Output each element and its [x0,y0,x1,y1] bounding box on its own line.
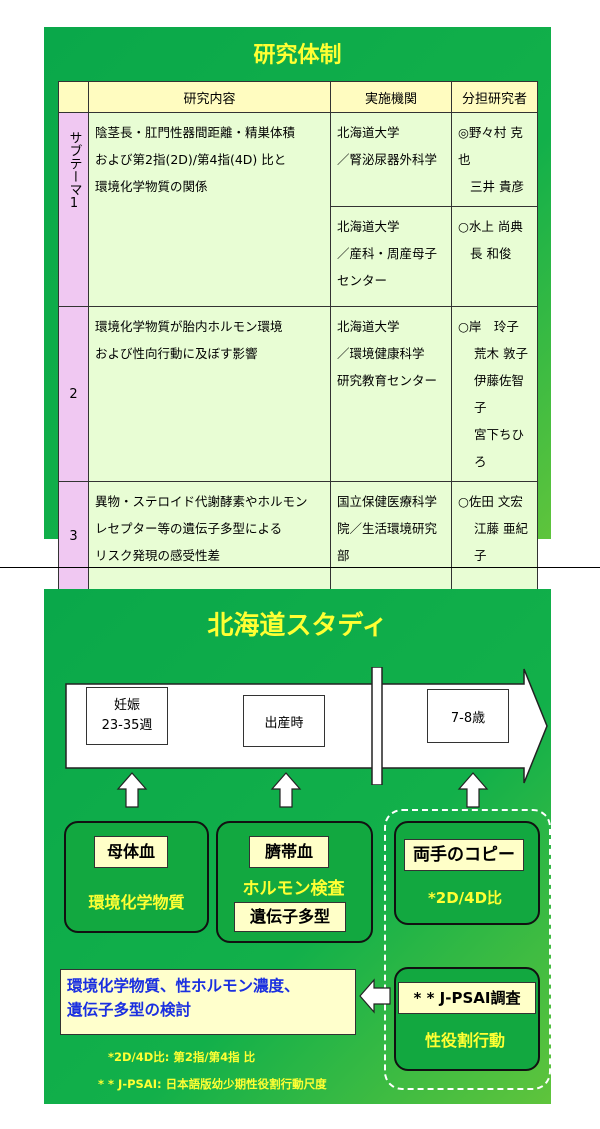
row3-institution: 国立保健医療科学 院／生活環境研究 部 [330,481,452,592]
researcher-line: ◎野々村 克也 [458,125,523,167]
jpsai-label: * * J-PSAI調査 [398,982,536,1014]
content-line: および性向行動に及ぼす影響 [95,346,258,361]
researcher-line: 伊藤佐智子 [474,373,525,415]
maternal-blood-panel [64,821,209,933]
table-row: 北海道大学 ／産科・周産母子 センター ○水上 尚典 長 和俊 [59,206,538,307]
researcher-line: 三井 貴彦 [470,179,524,194]
result-line: 環境化学物質、性ホルモン濃度、 [67,977,300,995]
researcher-line: ○水上 尚典 [458,219,523,234]
institution-line: センター [337,273,388,288]
footnote-jpsai: * * J-PSAI: 日本語版幼少期性役割行動尺度 [98,1077,327,1091]
result-box: 環境化学物質、性ホルモン濃度、 遺伝子多型の検討 [60,969,356,1035]
birth-label: 出産時 [264,715,304,731]
row1a-researchers: ◎野々村 克也 三井 貴彦 [451,112,538,207]
subtheme-label-cell: サブテーマ1 [58,112,89,307]
content-line: レセプター等の遺伝子多型による [95,521,283,536]
table-row: 2 環境化学物質が胎内ホルモン環境 および性向行動に及ぼす影響 北海道大学 ／環… [58,306,538,482]
content-line: 環境化学物質が胎内ホルモン環境 [95,319,283,334]
maternal-blood-label: 母体血 [94,836,168,868]
maternal-blood-text: 環境化学物質 [88,893,185,912]
row3-num-cell: 3 [58,481,89,592]
content-line: 環境化学物質の関係 [95,179,208,194]
institution-line: 北海道大学 [337,125,400,140]
birth-box: 出産時 [243,695,325,747]
pregnancy-weeks: 23-35週 [101,718,153,733]
gender-role-text: 性役割行動 [424,1031,505,1050]
research-table: 研究内容 実施機関 分担研究者 サブテーマ1 陰茎長・肛門性器間距離・精巣体積 … [58,81,538,592]
institution-line: 国立保健医療科学 [337,494,438,509]
content-line: および第2指(2D)/第4指(4D) 比と [95,152,287,167]
hands-copy-label: 両手のコピー [404,839,524,871]
pregnancy-box: 妊娠 23-35週 [86,687,168,745]
slide-research-structure: 研究体制 研究内容 実施機関 分担研究者 サブテーマ1 陰茎長・肛門性器間距離・… [44,27,551,592]
row-number: 3 [69,529,78,544]
researcher-line: 荒木 敦子 [474,346,528,361]
row2-researchers: ○岸 玲子 荒木 敦子 伊藤佐智子 宮下ちひろ [451,306,538,482]
row2-content: 環境化学物質が胎内ホルモン環境 および性向行動に及ぼす影響 [88,306,331,482]
institution-line: ／産科・周産母子 [337,246,438,261]
content-line: 陰茎長・肛門性器間距離・精巣体積 [95,125,296,140]
table-row: 3 異物・ステロイド代謝酵素やホルモン レセプター等の遺伝子多型による リスク発… [58,481,538,592]
slide-hokkaido-study: 北海道スタディ 妊娠 23-35週 出産時 7-8歳 母体血 環境化学物質 臍帯… [44,589,551,1104]
content-line: 異物・ステロイド代謝酵素やホルモン [95,494,308,509]
researcher-line: 江藤 亜紀子 [474,521,528,563]
institution-line: 研究教育センター [337,373,438,388]
cord-blood-text: ホルモン検査 [242,879,345,899]
row1b-institution: 北海道大学 ／産科・周産母子 センター [330,206,452,307]
row1a-institution: 北海道大学 ／腎泌尿器外科学 [330,112,452,207]
slide2-title: 北海道スタディ [207,611,388,641]
institution-line: 院／生活環境研究 [337,521,438,536]
up-arrow-icon [116,772,148,808]
institution-line: ／環境健康科学 [337,346,425,361]
age-label: 7-8歳 [450,710,486,726]
slide-divider [0,567,600,568]
header-content: 研究内容 [88,81,331,113]
row3-researchers: ○佐田 文宏 江藤 亜紀子 [451,481,538,592]
row3-content: 異物・ステロイド代謝酵素やホルモン レセプター等の遺伝子多型による リスク発現の… [88,481,331,592]
header-researchers: 分担研究者 [451,81,538,113]
genetic-polymorphism-label: 遺伝子多型 [234,902,346,932]
institution-line: ／腎泌尿器外科学 [337,152,438,167]
institution-line: 部 [337,548,350,563]
header-institution: 実施機関 [330,81,452,113]
row-number: 2 [69,386,78,402]
table-row: サブテーマ1 陰茎長・肛門性器間距離・精巣体積 および第2指(2D)/第4指(4… [58,112,538,307]
up-arrow-icon [270,772,302,808]
row2-institution: 北海道大学 ／環境健康科学 研究教育センター [330,306,452,482]
digit-ratio-text: *2D/4D比 [427,889,503,907]
up-arrow-icon [457,772,489,808]
table-header-row: 研究内容 実施機関 分担研究者 [58,81,538,113]
content-line: リスク発現の感受性差 [95,548,221,563]
researcher-line: ○佐田 文宏 [458,494,523,509]
left-arrow-icon [359,978,391,1014]
result-line: 遺伝子多型の検討 [67,1001,192,1019]
subtheme-label: サブテーマ1 [66,131,82,211]
institution-line: 北海道大学 [337,219,400,234]
header-corner [58,81,89,113]
slide1-title: 研究体制 [253,43,342,68]
footnote-digit-ratio: *2D/4D比: 第2指/第4指 比 [108,1050,256,1064]
row1b-researchers: ○水上 尚典 長 和俊 [451,206,538,307]
row2-num-cell: 2 [58,306,89,482]
researcher-line: 宮下ちひろ [474,427,525,469]
child-assessment-group [384,809,551,1090]
row1-content: 陰茎長・肛門性器間距離・精巣体積 および第2指(2D)/第4指(4D) 比と 環… [88,112,331,307]
researcher-line: 長 和俊 [470,246,512,261]
institution-line: 北海道大学 [337,319,400,334]
researcher-line: ○岸 玲子 [458,319,519,334]
age-box: 7-8歳 [427,689,509,743]
pregnancy-label: 妊娠 [113,698,140,713]
hands-panel [394,821,540,925]
cord-blood-label: 臍帯血 [249,836,329,868]
